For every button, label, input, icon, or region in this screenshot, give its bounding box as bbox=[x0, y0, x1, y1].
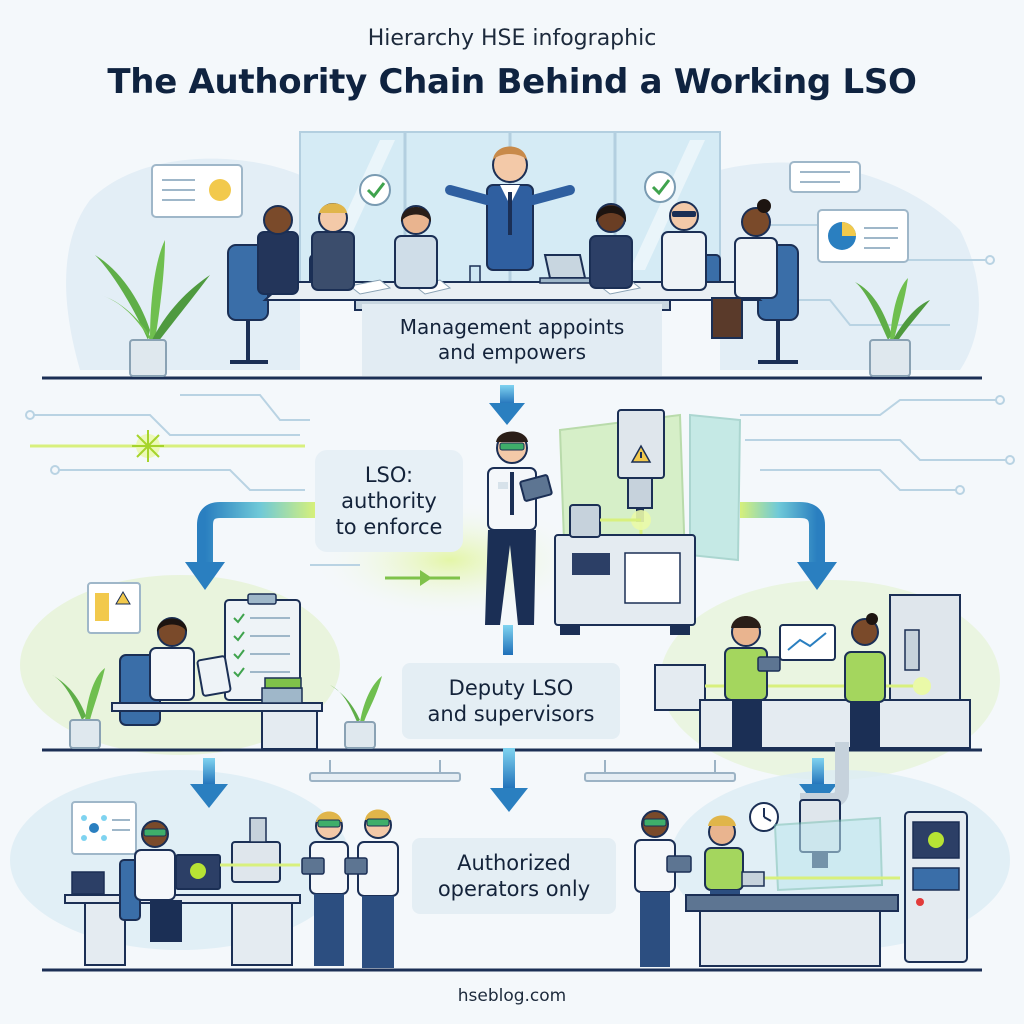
tier-label-line: authority bbox=[341, 488, 437, 513]
wall-text-card bbox=[789, 161, 861, 193]
pie-chart-icon bbox=[817, 209, 909, 263]
tier-label-line: operators only bbox=[437, 877, 591, 901]
tier-label-line: LSO: bbox=[364, 462, 414, 487]
laser-warning-icon bbox=[630, 444, 652, 463]
molecule-icon bbox=[71, 801, 137, 855]
tier-label-lso: LSO: authority to enforce bbox=[315, 450, 463, 552]
circuit-lines bbox=[25, 224, 1015, 566]
potted-plant-left bbox=[95, 240, 210, 377]
ceiling-lights bbox=[309, 760, 736, 782]
ops-desk-left bbox=[64, 817, 301, 966]
operator-seated bbox=[119, 820, 182, 942]
tier-label-operators: Authorized operators only bbox=[412, 838, 616, 914]
tier-label-line: to enforce bbox=[335, 515, 443, 540]
tier-label-management: Management appoints and empowers bbox=[362, 304, 662, 376]
deputy-office-worker bbox=[111, 617, 323, 750]
wall-doc-card bbox=[87, 582, 141, 634]
potted-plant-deputy bbox=[52, 668, 382, 749]
supervisor-pair bbox=[724, 613, 886, 748]
infographic-eyebrow: Hierarchy HSE infographic bbox=[367, 26, 657, 51]
checkmark-bubble-icon bbox=[359, 171, 676, 206]
control-terminal bbox=[904, 811, 968, 963]
lso-officer bbox=[485, 431, 553, 625]
tier-label-line: and empowers bbox=[437, 340, 586, 364]
tier-label-line: Authorized bbox=[457, 850, 571, 875]
tier-label-line: Deputy LSO bbox=[448, 675, 574, 700]
potted-plant-right bbox=[855, 278, 930, 377]
team-members bbox=[257, 199, 778, 339]
tier-label-deputy: Deputy LSO and supervisors bbox=[402, 663, 620, 739]
laser-machine-center bbox=[554, 409, 742, 635]
operator-pair-left bbox=[301, 809, 399, 968]
clock-icon bbox=[749, 802, 779, 832]
laser-beam-left bbox=[30, 430, 305, 462]
flow-arrows bbox=[185, 385, 837, 812]
manager-presenter bbox=[445, 146, 575, 271]
wall-note-card bbox=[151, 164, 243, 218]
tier-label-line: Management appoints bbox=[399, 315, 625, 339]
supervisor-bench bbox=[654, 594, 971, 749]
infographic-title: The Authority Chain Behind a Working LSO bbox=[107, 62, 917, 102]
footer-site-credit: hseblog.com bbox=[457, 986, 567, 1006]
tier-label-line: and supervisors bbox=[427, 702, 595, 726]
industrial-laser-cell bbox=[685, 742, 900, 967]
checklist-icon bbox=[224, 593, 301, 701]
